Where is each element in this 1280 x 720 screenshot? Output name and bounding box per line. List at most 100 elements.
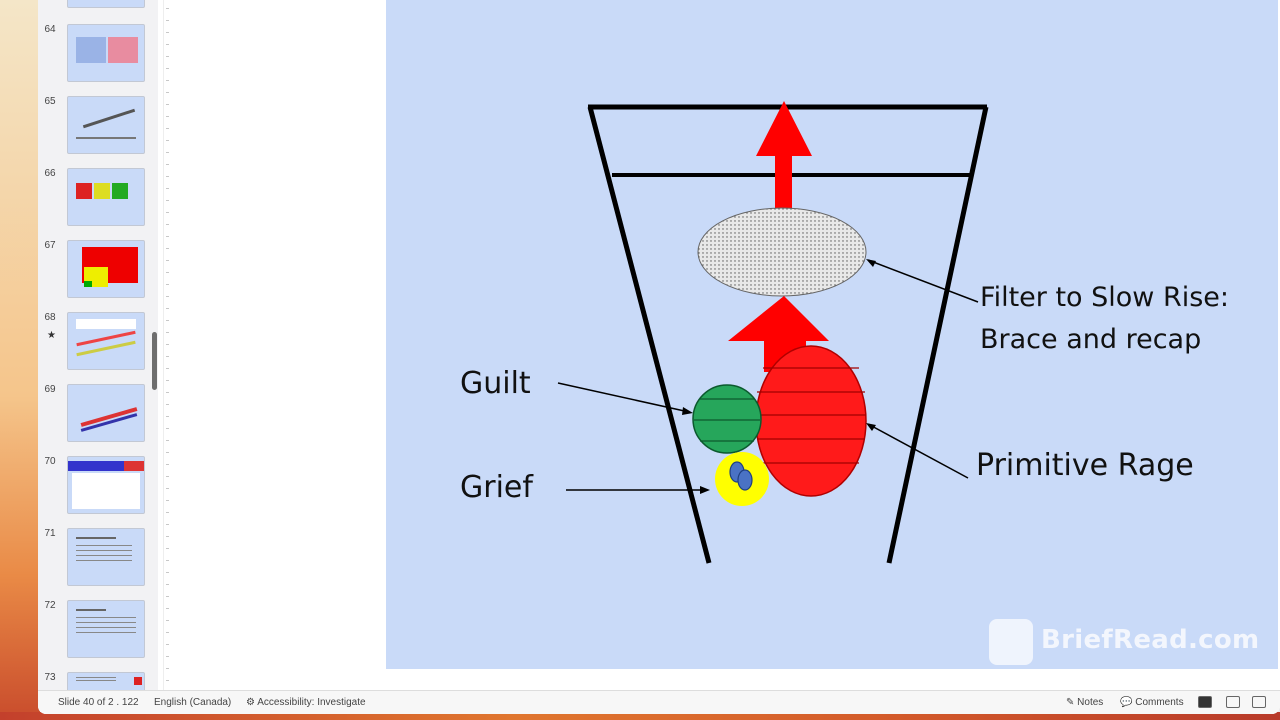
grief-label[interactable]: Grief [460, 470, 533, 505]
ruler-tick [166, 236, 169, 237]
ruler-tick [166, 344, 169, 345]
slide-thumbnail[interactable] [67, 312, 145, 370]
ruler-tick [166, 392, 169, 393]
ruler-tick [166, 68, 169, 69]
slide-number: 65 [44, 96, 56, 107]
accessibility-icon: ⚙ [246, 697, 255, 708]
ruler-tick [166, 572, 169, 573]
filter-label-line2[interactable]: Brace and recap [980, 324, 1202, 355]
ruler-tick [166, 92, 169, 93]
grief-tear-2 [737, 469, 753, 491]
ruler-tick [166, 356, 169, 357]
ruler-tick [166, 56, 169, 57]
slide-thumbnail-row[interactable]: 67 [38, 240, 158, 302]
ruler-tick [166, 644, 169, 645]
guilt-stripes [694, 398, 760, 442]
slide-thumbnail-row[interactable]: 72 [38, 600, 158, 662]
ruler-tick [166, 668, 169, 669]
ruler-tick [166, 428, 169, 429]
ruler-tick [166, 584, 169, 585]
ruler-tick [166, 284, 169, 285]
slide-number: 66 [44, 168, 56, 179]
slide-number: 70 [44, 456, 56, 467]
slide-thumbnail-row[interactable]: 68★ [38, 312, 158, 374]
editing-canvas[interactable]: Filter to Slow Rise: Brace and recap Gui… [158, 0, 1280, 690]
accessibility-label: Accessibility: Investigate [257, 697, 366, 708]
ruler-tick [166, 632, 169, 633]
ruler-tick [166, 20, 169, 21]
rage-stripes [756, 367, 866, 464]
slide-thumbnail[interactable] [67, 96, 145, 154]
slide-thumbnail[interactable] [67, 384, 145, 442]
upward-arrow-top [756, 101, 812, 241]
ruler-tick [166, 548, 169, 549]
slide-thumbnail[interactable] [67, 168, 145, 226]
ruler-tick [166, 524, 169, 525]
slide-number: 64 [44, 24, 56, 35]
ruler-tick [166, 104, 169, 105]
thumbnails-scrollbar[interactable] [152, 332, 157, 390]
slide-thumbnail[interactable] [67, 600, 145, 658]
comments-button[interactable]: 💬 Comments [1120, 697, 1184, 708]
normal-view-icon[interactable] [1198, 696, 1212, 708]
comment-icon: 💬 [1120, 697, 1133, 708]
filter-ellipse [697, 207, 867, 297]
watermark-text: BriefRead.com [1041, 625, 1260, 655]
slide-number: 68 [44, 312, 56, 323]
guilt-pointer-line [557, 382, 690, 413]
slide-thumbnail[interactable] [67, 240, 145, 298]
rage-pointer-line [867, 423, 969, 479]
ruler-tick [166, 368, 169, 369]
slide-number: 69 [44, 384, 56, 395]
ruler-tick [166, 464, 169, 465]
language-indicator[interactable]: English (Canada) [154, 697, 232, 708]
ruler-tick [166, 248, 169, 249]
slide-number: 72 [44, 600, 56, 611]
ruler-tick [166, 452, 169, 453]
slide-sorter-view-icon[interactable] [1226, 696, 1240, 708]
slide-thumbnail[interactable] [67, 672, 145, 690]
status-bar: Slide 40 of 2 . 122 English (Canada) ⚙ A… [38, 690, 1280, 714]
slide-thumbnail-partial[interactable] [67, 0, 145, 8]
ruler-tick [166, 332, 169, 333]
ruler-tick [166, 512, 169, 513]
slide-thumbnail-row[interactable]: 64 [38, 24, 158, 86]
ruler-tick [166, 620, 169, 621]
vertical-ruler [163, 0, 174, 690]
slide-thumbnails-pane[interactable]: 64 65 66 67 68★ 69 70 71 72 73 [38, 0, 159, 690]
desktop-background [0, 0, 40, 720]
ruler-tick [166, 44, 169, 45]
slide-thumbnail-row[interactable]: 73 [38, 672, 158, 690]
ruler-tick [166, 656, 169, 657]
slide-thumbnail-row[interactable]: 65 [38, 96, 158, 158]
filter-pointer-line [867, 259, 979, 303]
ruler-tick [166, 224, 169, 225]
ruler-tick [166, 476, 169, 477]
current-slide[interactable]: Filter to Slow Rise: Brace and recap Gui… [386, 0, 1278, 669]
ruler-tick [166, 188, 169, 189]
slide-thumbnail-row[interactable]: 70 [38, 456, 158, 518]
comments-label: Comments [1135, 697, 1184, 708]
slide-thumbnail-row[interactable]: 66 [38, 168, 158, 230]
slide-thumbnail-row[interactable]: 71 [38, 528, 158, 590]
reading-view-icon[interactable] [1252, 696, 1266, 708]
ruler-tick [166, 212, 169, 213]
ruler-tick [166, 176, 169, 177]
ruler-tick [166, 308, 169, 309]
slide-thumbnail[interactable] [67, 456, 145, 514]
ruler-tick [166, 440, 169, 441]
ruler-tick [166, 32, 169, 33]
funnel-left-wall [587, 106, 712, 564]
ruler-tick [166, 272, 169, 273]
briefread-watermark: BriefRead.com [989, 617, 1259, 669]
slide-thumbnail[interactable] [67, 528, 145, 586]
slide-thumbnail-row[interactable]: 69 [38, 384, 158, 446]
guilt-label[interactable]: Guilt [460, 366, 531, 401]
slide-thumbnail[interactable] [67, 24, 145, 82]
document-check-icon [989, 619, 1033, 665]
ruler-tick [166, 500, 169, 501]
notes-button[interactable]: ✎ Notes [1066, 697, 1103, 708]
filter-label-line1[interactable]: Filter to Slow Rise: [980, 282, 1229, 313]
accessibility-status[interactable]: ⚙ Accessibility: Investigate [246, 697, 366, 708]
rage-label[interactable]: Primitive Rage [976, 448, 1194, 483]
